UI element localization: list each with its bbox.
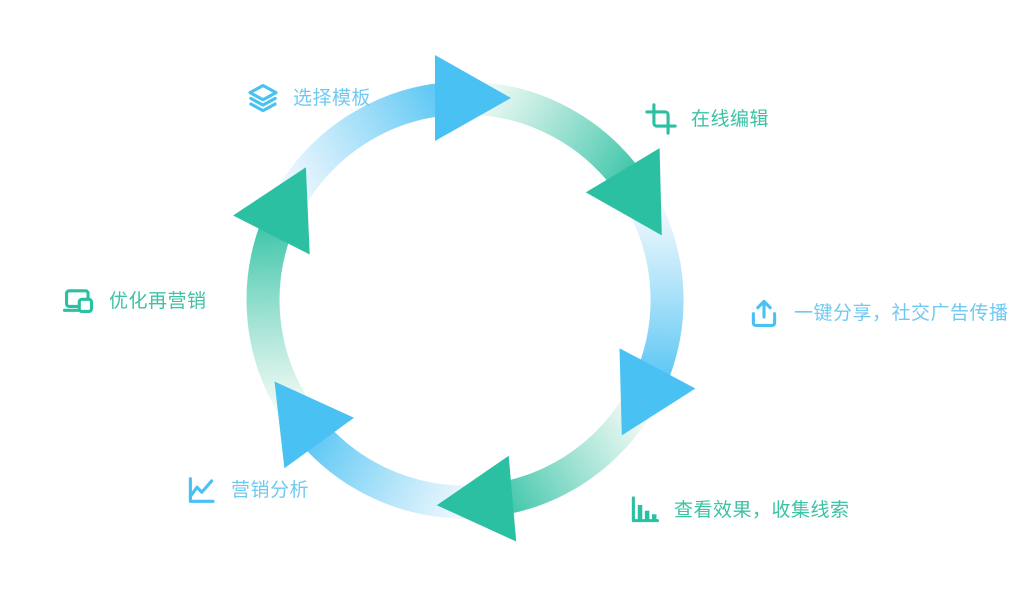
cycle-arrowhead-5: [274, 381, 354, 469]
cycle-arc-4: [503, 400, 649, 514]
step-label: 查看效果，收集线索: [674, 499, 850, 521]
step-share: 一键分享，社交广告传播: [747, 295, 1009, 331]
cycle-arrowhead-2: [585, 148, 662, 236]
crop-icon: [644, 102, 678, 136]
step-select-template: 选择模板: [246, 80, 371, 116]
cycle-arrowhead-6: [233, 167, 310, 255]
step-online-edit: 在线编辑: [644, 101, 769, 137]
share-upload-icon: [747, 296, 781, 330]
cycle-arc-5: [305, 426, 466, 519]
cycle-arc-1: [279, 83, 443, 202]
cycle-arc-6: [246, 225, 307, 413]
layers-icon: [246, 81, 280, 115]
step-label: 营销分析: [231, 479, 310, 501]
bar-chart-icon: [627, 493, 661, 527]
cycle-arrowhead-1: [435, 55, 511, 141]
step-label: 一键分享，社交广告传播: [794, 302, 1009, 324]
step-label: 在线编辑: [691, 108, 770, 130]
step-collect-leads: 查看效果，收集线索: [627, 492, 850, 528]
cycle-arrowhead-4: [436, 455, 517, 542]
line-chart-icon: [184, 473, 218, 507]
cycle-arc-3: [631, 204, 684, 379]
step-marketing-analysis: 营销分析: [184, 472, 309, 508]
cycle-arrowhead-3: [619, 348, 696, 436]
step-remarketing: 优化再营销: [62, 283, 207, 319]
step-label: 优化再营销: [109, 290, 207, 312]
step-label: 选择模板: [293, 87, 372, 109]
laptop-screens-icon: [62, 284, 96, 318]
cycle-arc-2: [480, 82, 638, 187]
